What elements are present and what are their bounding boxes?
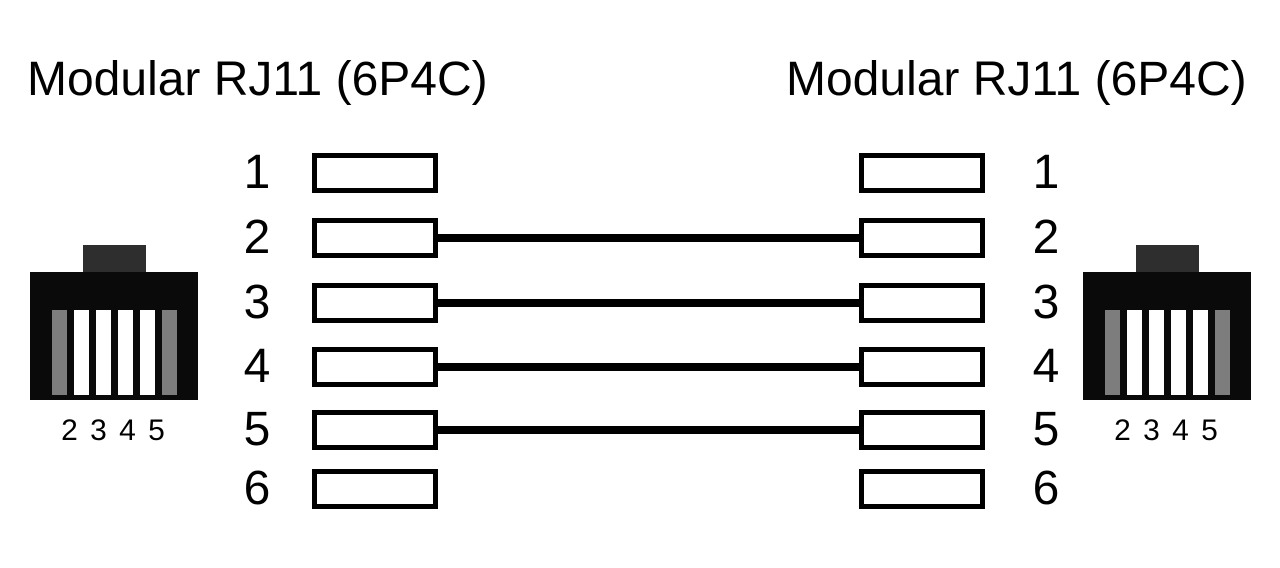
- right-slot-pin-6: [1214, 310, 1230, 395]
- right-slot-pin-5: [1192, 310, 1208, 395]
- wire-pin-3: [436, 299, 862, 307]
- right-slot-pin-2: [1126, 310, 1142, 395]
- right-pin-6-box: [859, 469, 985, 509]
- right-pin-number-4: 4: [1032, 340, 1060, 393]
- right-pin-number-3: 3: [1032, 276, 1060, 329]
- right-connector-title: Modular RJ11 (6P4C): [786, 53, 1247, 106]
- left-pin-number-5: 5: [243, 403, 271, 456]
- right-slot-pin-3: [1148, 310, 1164, 395]
- right-pin-2-box: [859, 218, 985, 258]
- left-pin-3-box: [312, 283, 438, 323]
- right-pin-1-box: [859, 153, 985, 193]
- right-pin-number-2: 2: [1032, 211, 1060, 264]
- right-pin-3-box: [859, 283, 985, 323]
- left-slot-pin-3: [95, 310, 111, 395]
- wire-pin-4: [436, 363, 862, 371]
- left-pin-number-2: 2: [243, 211, 271, 264]
- left-pin-number-6: 6: [243, 462, 271, 515]
- right-active-pins-label: 2 3 4 5: [1114, 414, 1220, 447]
- right-connector-body: [1083, 272, 1251, 400]
- left-pin-number-4: 4: [243, 340, 271, 393]
- left-slot-pin-2: [73, 310, 89, 395]
- left-slot-pin-5: [139, 310, 155, 395]
- right-slot-pin-4: [1170, 310, 1186, 395]
- right-pin-4-box: [859, 347, 985, 387]
- left-slot-pin-4: [117, 310, 133, 395]
- left-pin-1-box: [312, 153, 438, 193]
- left-rj11-connector: [30, 245, 198, 400]
- left-pin-number-1: 1: [243, 146, 271, 199]
- left-connector-body: [30, 272, 198, 400]
- wire-pin-2: [436, 234, 862, 242]
- right-pin-number-1: 1: [1032, 146, 1060, 199]
- left-connector-tab: [82, 245, 146, 272]
- right-pin-5-box: [859, 410, 985, 450]
- wire-pin-5: [436, 426, 862, 434]
- right-connector-tab: [1135, 245, 1199, 272]
- left-connector-title: Modular RJ11 (6P4C): [27, 53, 488, 106]
- right-pin-number-5: 5: [1032, 403, 1060, 456]
- left-slot-pin-1: [51, 310, 67, 395]
- left-pin-2-box: [312, 218, 438, 258]
- left-pin-5-box: [312, 410, 438, 450]
- left-slot-pin-6: [161, 310, 177, 395]
- right-pin-number-6: 6: [1032, 462, 1060, 515]
- left-pin-number-3: 3: [243, 276, 271, 329]
- left-pin-6-box: [312, 469, 438, 509]
- left-pin-4-box: [312, 347, 438, 387]
- right-rj11-connector: [1083, 245, 1251, 400]
- left-active-pins-label: 2 3 4 5: [61, 414, 167, 447]
- right-slot-pin-1: [1104, 310, 1120, 395]
